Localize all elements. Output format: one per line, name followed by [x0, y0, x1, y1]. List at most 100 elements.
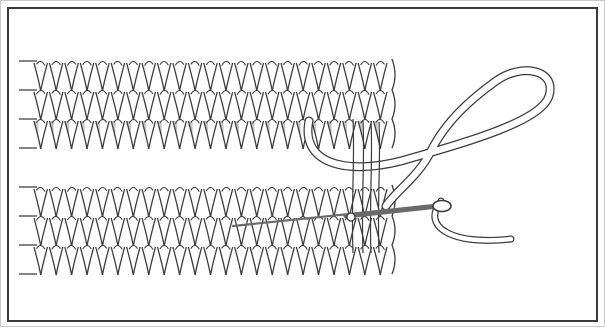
stitch-loop: [83, 216, 91, 220]
stitch-leg: [164, 92, 171, 120]
stitch-leg: [102, 247, 109, 275]
stitch-leg: [296, 218, 303, 246]
stitch-leg: [49, 189, 56, 217]
stitch-leg: [118, 63, 125, 91]
stitch-loop: [376, 245, 384, 249]
stitch-loop: [314, 246, 322, 250]
stitch-leg: [80, 63, 87, 91]
stitch-leg: [157, 63, 164, 91]
stitch-loop: [345, 90, 353, 94]
stitch-leg: [127, 189, 134, 217]
stitch-leg: [164, 189, 171, 217]
stitch-loop: [114, 187, 122, 191]
stitch-leg: [195, 189, 202, 217]
stitch-loop: [222, 61, 230, 65]
stitch-leg: [102, 63, 109, 91]
stitch-leg: [226, 218, 233, 246]
stitch-leg: [164, 218, 171, 246]
stitch-loop: [145, 245, 153, 249]
stitch-leg: [235, 189, 242, 217]
stitch-loop: [330, 216, 338, 220]
stitch-leg: [365, 121, 372, 149]
stitch-loop: [237, 187, 245, 191]
stitch-leg: [157, 218, 164, 246]
stitch-leg: [296, 247, 303, 275]
stitch-leg: [41, 247, 48, 275]
stitch-loop: [330, 90, 338, 94]
stitch-loop: [83, 90, 91, 94]
stitch-leg: [164, 63, 171, 91]
stitch-leg: [41, 218, 48, 246]
stitch-loop: [98, 187, 106, 191]
stitch-leg: [266, 247, 273, 275]
yarn-strand: [308, 71, 550, 206]
stitch-loop: [67, 91, 75, 95]
stitch-leg: [226, 189, 233, 217]
stitch-leg: [133, 247, 140, 275]
stitch-leg: [56, 121, 63, 149]
stitch-leg: [272, 92, 279, 120]
stitch-leg: [118, 92, 125, 120]
stitch-loop: [52, 245, 60, 249]
stitch-leg: [235, 218, 242, 246]
stitch-leg: [319, 121, 326, 149]
stitch-loop: [36, 245, 44, 249]
stitch-leg: [358, 247, 365, 275]
stitch-loop: [36, 61, 44, 65]
stitch-loop: [222, 91, 230, 95]
stitch-leg: [142, 218, 149, 246]
stitch-leg: [133, 218, 140, 246]
stitch-loop: [52, 216, 60, 220]
stitch-leg: [133, 121, 140, 149]
stitch-leg: [319, 218, 326, 246]
stitch-loop: [268, 216, 276, 220]
stitch-leg: [241, 121, 248, 149]
stitch-leg: [241, 189, 248, 217]
stitch-loop: [191, 61, 199, 65]
stitch-loop: [314, 90, 322, 94]
stitch-loop: [52, 62, 60, 66]
stitch-leg: [87, 247, 94, 275]
stitch-leg: [296, 63, 303, 91]
stitch-leg: [211, 121, 218, 149]
stitch-loop: [114, 61, 122, 65]
stitch-leg: [188, 247, 195, 275]
stitch-leg: [102, 121, 109, 149]
stitch-leg: [266, 63, 273, 91]
stitch-loop: [36, 216, 44, 220]
stitch-loop: [175, 187, 183, 191]
stitch-leg: [180, 121, 187, 149]
stitch-loop: [160, 90, 168, 94]
stitch-leg: [96, 247, 103, 275]
stitch-leg: [127, 247, 134, 275]
stitch-loop: [67, 187, 75, 191]
stitch-leg: [266, 92, 273, 120]
stitch-loop: [268, 187, 276, 191]
stitch-leg: [188, 92, 195, 120]
stitch-leg: [157, 189, 164, 217]
stitch-leg: [118, 121, 125, 149]
stitch-leg: [80, 189, 87, 217]
stitch-leg: [180, 92, 187, 120]
stitch-leg: [65, 218, 72, 246]
stitch-leg: [319, 92, 326, 120]
stitch-leg: [72, 92, 79, 120]
stitch-leg: [235, 92, 242, 120]
stitch-leg: [173, 247, 180, 275]
stitch-loop: [314, 61, 322, 65]
stitch-loop: [361, 62, 369, 66]
stitch-loop: [145, 61, 153, 65]
stitch-leg: [142, 92, 149, 120]
stitch-leg: [49, 218, 56, 246]
stitch-leg: [343, 247, 350, 275]
stitch-loop: [253, 245, 261, 249]
stitch-loop: [191, 187, 199, 191]
stitch-leg: [164, 121, 171, 149]
stitch-loop: [268, 90, 276, 94]
stitch-leg: [312, 63, 319, 91]
stitch-leg: [127, 92, 134, 120]
stitch-leg: [72, 218, 79, 246]
stitch-leg: [195, 92, 202, 120]
stitch-leg: [250, 92, 257, 120]
stitch-leg: [87, 189, 94, 217]
